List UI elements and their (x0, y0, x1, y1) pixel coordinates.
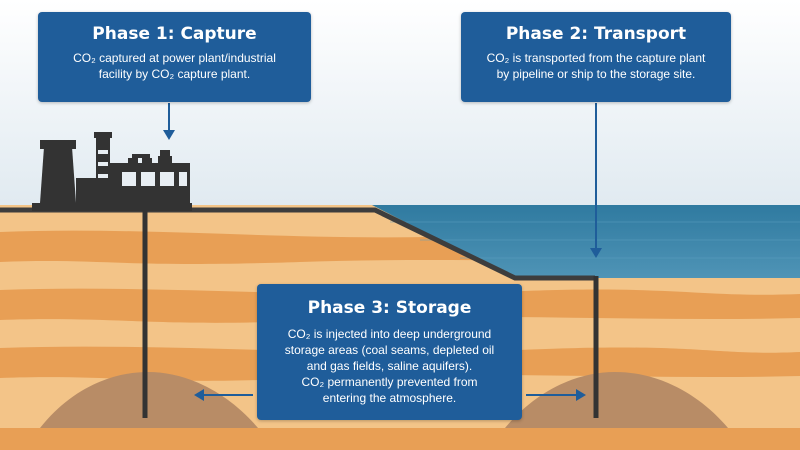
description-line: CO₂ captured at power plant/industrial (73, 51, 276, 65)
description-line: and gas fields, saline aquifers). (306, 359, 473, 373)
phase-2-description: CO₂ is transported from the capture plan… (461, 50, 731, 82)
factory-icon (32, 132, 192, 211)
phase-3-storage-box: Phase 3: Storage CO₂ is injected into de… (257, 284, 522, 420)
phase-3-description: CO₂ is injected into deep underground st… (257, 326, 522, 406)
description-line: CO₂ is transported from the capture plan… (486, 51, 706, 65)
phase-1-title: Phase 1: Capture (92, 24, 257, 44)
description-line: entering the atmosphere. (322, 391, 457, 405)
description-line: CO₂ permanently prevented from (301, 375, 478, 389)
arrow-down-icon (590, 103, 602, 258)
sea (372, 205, 800, 278)
phase-3-title: Phase 3: Storage (307, 298, 472, 318)
description-line: storage areas (coal seams, depleted oil (284, 343, 495, 357)
description-line: CO₂ is injected into deep underground (287, 327, 492, 341)
phase-2-transport-box: Phase 2: Transport CO₂ is transported fr… (461, 12, 731, 102)
reservoir-left (40, 372, 258, 428)
arrow-down-icon (163, 103, 175, 140)
description-line: facility by CO₂ capture plant. (98, 67, 251, 81)
reservoir-right (505, 372, 728, 428)
double-arrow-icon (194, 389, 586, 401)
phase-1-capture-box: Phase 1: Capture CO₂ captured at power p… (38, 12, 311, 102)
phase-2-title: Phase 2: Transport (505, 24, 687, 44)
description-line: by pipeline or ship to the storage site. (496, 67, 696, 81)
phase-1-description: CO₂ captured at power plant/industrial f… (38, 50, 311, 82)
